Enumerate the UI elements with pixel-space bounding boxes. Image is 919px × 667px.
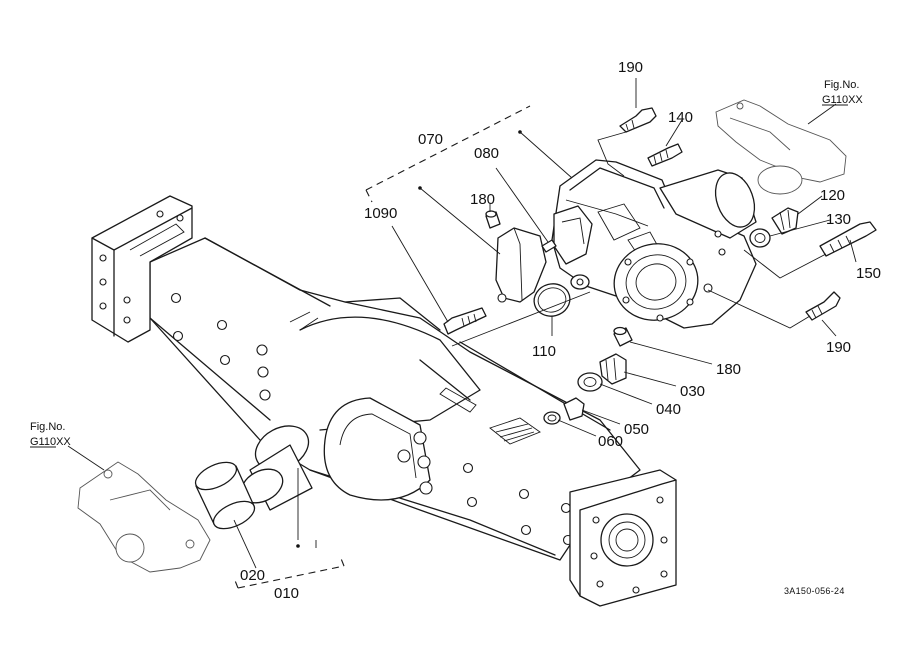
part-labels: 190 140 070 080 180 1090 120 130 150 190… — [240, 59, 881, 602]
leader-lines — [67, 78, 857, 569]
gasket-060 — [543, 411, 561, 425]
bearing-cap — [495, 227, 547, 303]
label-050: 050 — [624, 421, 649, 438]
label-1090: 1090 — [364, 205, 397, 222]
label-180-mid: 180 — [716, 361, 741, 378]
gear-case — [551, 159, 757, 329]
bolt-150 — [819, 221, 877, 257]
plug-120 — [771, 207, 799, 235]
label-070: 070 — [418, 131, 443, 148]
label-110: 110 — [532, 343, 556, 360]
bolt-190-bottom — [805, 291, 841, 321]
left-boss — [240, 425, 313, 511]
fig-ref-bottom-left: Fig.No. G110XX — [30, 421, 71, 448]
label-030: 030 — [680, 383, 705, 400]
drawing-code: 3A150-056-24 — [784, 586, 845, 596]
label-190-bottom: 190 — [826, 339, 851, 356]
label-190-top: 190 — [618, 59, 643, 76]
fig-ref-title: Fig.No. — [824, 79, 859, 91]
bushing-020 — [194, 461, 256, 530]
fig-ref-title: Fig.No. — [30, 421, 65, 433]
label-020: 020 — [240, 567, 265, 584]
label-180-top: 180 — [470, 191, 495, 208]
washer-130 — [749, 228, 771, 248]
fig-ref-number: G110XX — [30, 436, 71, 448]
bolt-140 — [647, 143, 683, 167]
label-150: 150 — [856, 265, 881, 282]
assembly-070-bracket — [365, 105, 531, 203]
dowel-180-mid — [613, 326, 633, 347]
axle-housing — [149, 237, 641, 561]
label-130: 130 — [826, 211, 851, 228]
left-end-flange — [91, 195, 193, 343]
plug-030 — [599, 353, 627, 385]
label-080: 080 — [474, 145, 499, 162]
right-end-flange — [569, 469, 677, 607]
label-040: 040 — [656, 401, 681, 418]
leader-dot — [296, 544, 300, 548]
dowel-180-top — [485, 210, 501, 229]
right-reference-part — [715, 99, 847, 195]
label-010: 010 — [274, 585, 299, 602]
fig-ref-top-right: Fig.No. G110XX — [822, 79, 863, 106]
assembly-010-bracket — [233, 555, 345, 589]
gasket-040 — [577, 372, 603, 392]
left-reference-part — [77, 461, 211, 573]
pin-080 — [541, 239, 557, 253]
bolt-190-top — [619, 107, 657, 133]
fig-ref-number: G110XX — [822, 94, 863, 106]
o-ring-110 — [533, 283, 571, 317]
label-060: 060 — [598, 433, 623, 450]
bolt-1090 — [443, 307, 487, 335]
label-140: 140 — [668, 109, 693, 126]
label-120: 120 — [820, 187, 845, 204]
